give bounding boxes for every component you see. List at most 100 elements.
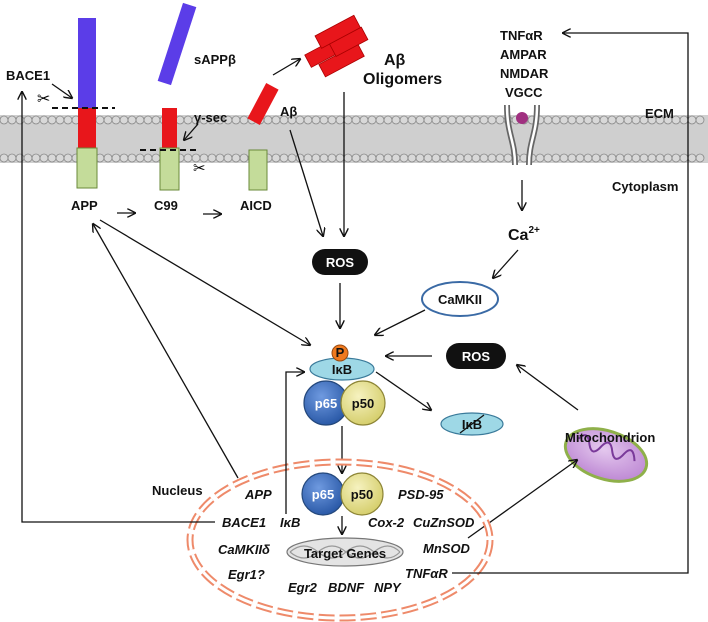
ikb-degradation-arrow: [375, 371, 431, 410]
lipid-head: [663, 153, 673, 163]
gene-cuznsod: CuZnSOD: [413, 515, 475, 530]
gene-bdnf: BDNF: [328, 580, 365, 595]
lipid-head: [311, 115, 321, 125]
lipid-head: [415, 153, 425, 163]
lipid-head: [687, 115, 697, 125]
lipid-head: [119, 153, 129, 163]
lipid-head: [647, 153, 657, 163]
abeta-oligomers: [304, 14, 369, 78]
lipid-head: [271, 153, 281, 163]
lipid-head: [175, 115, 185, 125]
c99-label: C99: [154, 198, 178, 213]
lipid-head: [423, 115, 433, 125]
lipid-head: [31, 153, 41, 163]
gene-list: APP BACE1 CaMKIIδ Egr1? Egr2 BDNF NPY Iκ…: [218, 487, 475, 595]
lipid-head: [591, 153, 601, 163]
lipid-head: [0, 115, 9, 125]
lipid-head: [687, 153, 697, 163]
app-gene-to-app-arrow: [93, 224, 239, 479]
lipid-head: [239, 153, 249, 163]
lipid-head: [335, 153, 345, 163]
lipid-head: [103, 153, 113, 163]
lipid-head: [479, 153, 489, 163]
lipid-head: [367, 153, 377, 163]
receptor-list: TNFαR AMPAR NMDAR VGCC: [500, 28, 549, 100]
lipid-head: [551, 153, 561, 163]
lipid-head: [495, 153, 505, 163]
lipid-head: [599, 153, 609, 163]
lipid-head: [463, 115, 473, 125]
lipid-head: [407, 153, 417, 163]
lipid-head: [279, 153, 289, 163]
receptor-label: VGCC: [505, 85, 543, 100]
lipid-head: [111, 153, 121, 163]
oligomers-label-line2: Oligomers: [363, 71, 442, 88]
lipid-head: [351, 115, 361, 125]
lipid-head: [367, 115, 377, 125]
lipid-head: [55, 153, 65, 163]
lipid-head: [399, 153, 409, 163]
lipid-head: [487, 115, 497, 125]
lipid-head: [263, 115, 273, 125]
gsec-label: γ-sec: [194, 110, 227, 125]
lipid-head: [591, 115, 601, 125]
lipid-head: [671, 153, 681, 163]
lipid-head: [607, 153, 617, 163]
ros-label-right: ROS: [462, 349, 491, 364]
ros-pill-top: [312, 249, 368, 275]
app-label: APP: [71, 198, 98, 213]
lipid-head: [135, 153, 145, 163]
lipid-head: [487, 153, 497, 163]
aicd-label: AICD: [240, 198, 272, 213]
lipid-head: [567, 115, 577, 125]
lipid-head: [143, 153, 153, 163]
tnfar-feedback-arrow: [452, 33, 689, 574]
abeta-peptide: [247, 83, 279, 125]
bace1-label: BACE1: [6, 68, 50, 83]
lipid-head: [55, 115, 65, 125]
p65-label: p65: [315, 396, 337, 411]
lipid-head: [7, 153, 17, 163]
lipid-head: [631, 153, 641, 163]
lipid-head: [415, 115, 425, 125]
gene-ikb: IκB: [280, 515, 300, 530]
lipid-head: [383, 153, 393, 163]
receptor-label: AMPAR: [500, 47, 547, 62]
gene-egr1: Egr1?: [228, 567, 265, 582]
lipid-head: [143, 115, 153, 125]
lipid-head: [607, 115, 617, 125]
lipid-head: [23, 153, 33, 163]
ikb-label: IκB: [332, 362, 352, 377]
lipid-head: [567, 153, 577, 163]
lipid-head: [583, 115, 593, 125]
lipid-head: [439, 115, 449, 125]
bace1-pointer-arrow: [51, 83, 72, 98]
lipid-head: [231, 115, 241, 125]
nfkb-ikb-complex: [303, 344, 386, 426]
lipid-head: [23, 115, 33, 125]
p50-nuclear: [340, 472, 384, 516]
ros-label-top: ROS: [326, 255, 355, 270]
lipid-head: [655, 153, 665, 163]
lipid-head: [559, 153, 569, 163]
camkii-label: CaMKII: [438, 292, 482, 307]
scissors-icon: ✂: [193, 160, 206, 177]
lipid-head: [215, 153, 225, 163]
lipid-head: [479, 115, 489, 125]
lipid-head: [431, 115, 441, 125]
nucleus-label: Nucleus: [152, 483, 203, 498]
lipid-head: [15, 153, 25, 163]
gene-mnsod: MnSOD: [423, 541, 471, 556]
lipid-head: [359, 153, 369, 163]
lipid-head: [695, 153, 705, 163]
lipid-head: [63, 153, 73, 163]
lipid-head: [455, 115, 465, 125]
lipid-head: [39, 115, 49, 125]
ion-channel-icon: [504, 104, 540, 166]
lipid-head: [471, 153, 481, 163]
lipid-head: [695, 115, 705, 125]
lipid-head: [375, 153, 385, 163]
gene-tnfar: TNFαR: [405, 566, 448, 581]
lipid-head: [447, 153, 457, 163]
